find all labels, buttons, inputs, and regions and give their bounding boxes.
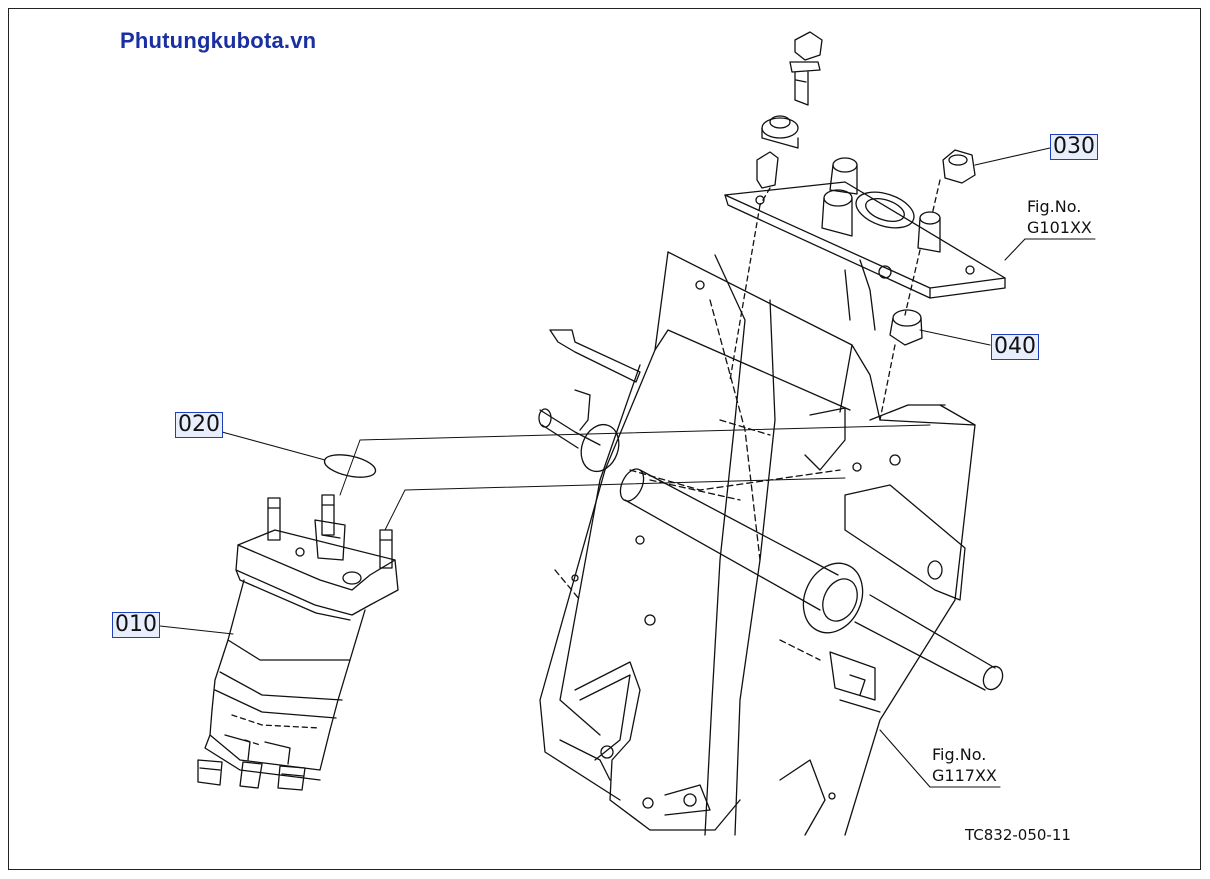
drawing-frame — [8, 8, 1201, 870]
callout-040[interactable]: 040 — [991, 334, 1039, 360]
fig-ref-g117xx[interactable]: Fig.No. G117XX — [932, 744, 997, 786]
callout-020[interactable]: 020 — [175, 412, 223, 438]
shaft — [619, 468, 1004, 691]
fig-ref-prefix: Fig.No. — [932, 745, 987, 764]
callout-010[interactable]: 010 — [112, 612, 160, 638]
fig-ref-prefix: Fig.No. — [1027, 197, 1082, 216]
bolt-stack — [756, 31, 823, 189]
solenoid-010 — [197, 494, 399, 791]
diagram-code: TC832-050-11 — [965, 826, 1071, 844]
fig-ref-code: G117XX — [932, 766, 997, 785]
solenoid-hidden — [231, 714, 321, 746]
nut-030 — [942, 149, 976, 184]
mounting-plate — [724, 157, 1006, 299]
watermark: Phutungkubota.vn — [120, 28, 317, 53]
fig-ref-g101xx[interactable]: Fig.No. G101XX — [1027, 196, 1092, 238]
fig-ref-code: G101XX — [1027, 218, 1092, 237]
bolt-axis — [729, 179, 941, 421]
callout-030[interactable]: 030 — [1050, 134, 1098, 160]
main-frame-bracket — [539, 251, 976, 836]
hidden-lines — [554, 299, 841, 661]
assembly-lines — [339, 424, 931, 531]
spacer-040 — [889, 309, 923, 346]
lever-arm — [538, 329, 641, 473]
leader-lines — [159, 147, 1096, 788]
o-ring-020 — [323, 454, 377, 478]
